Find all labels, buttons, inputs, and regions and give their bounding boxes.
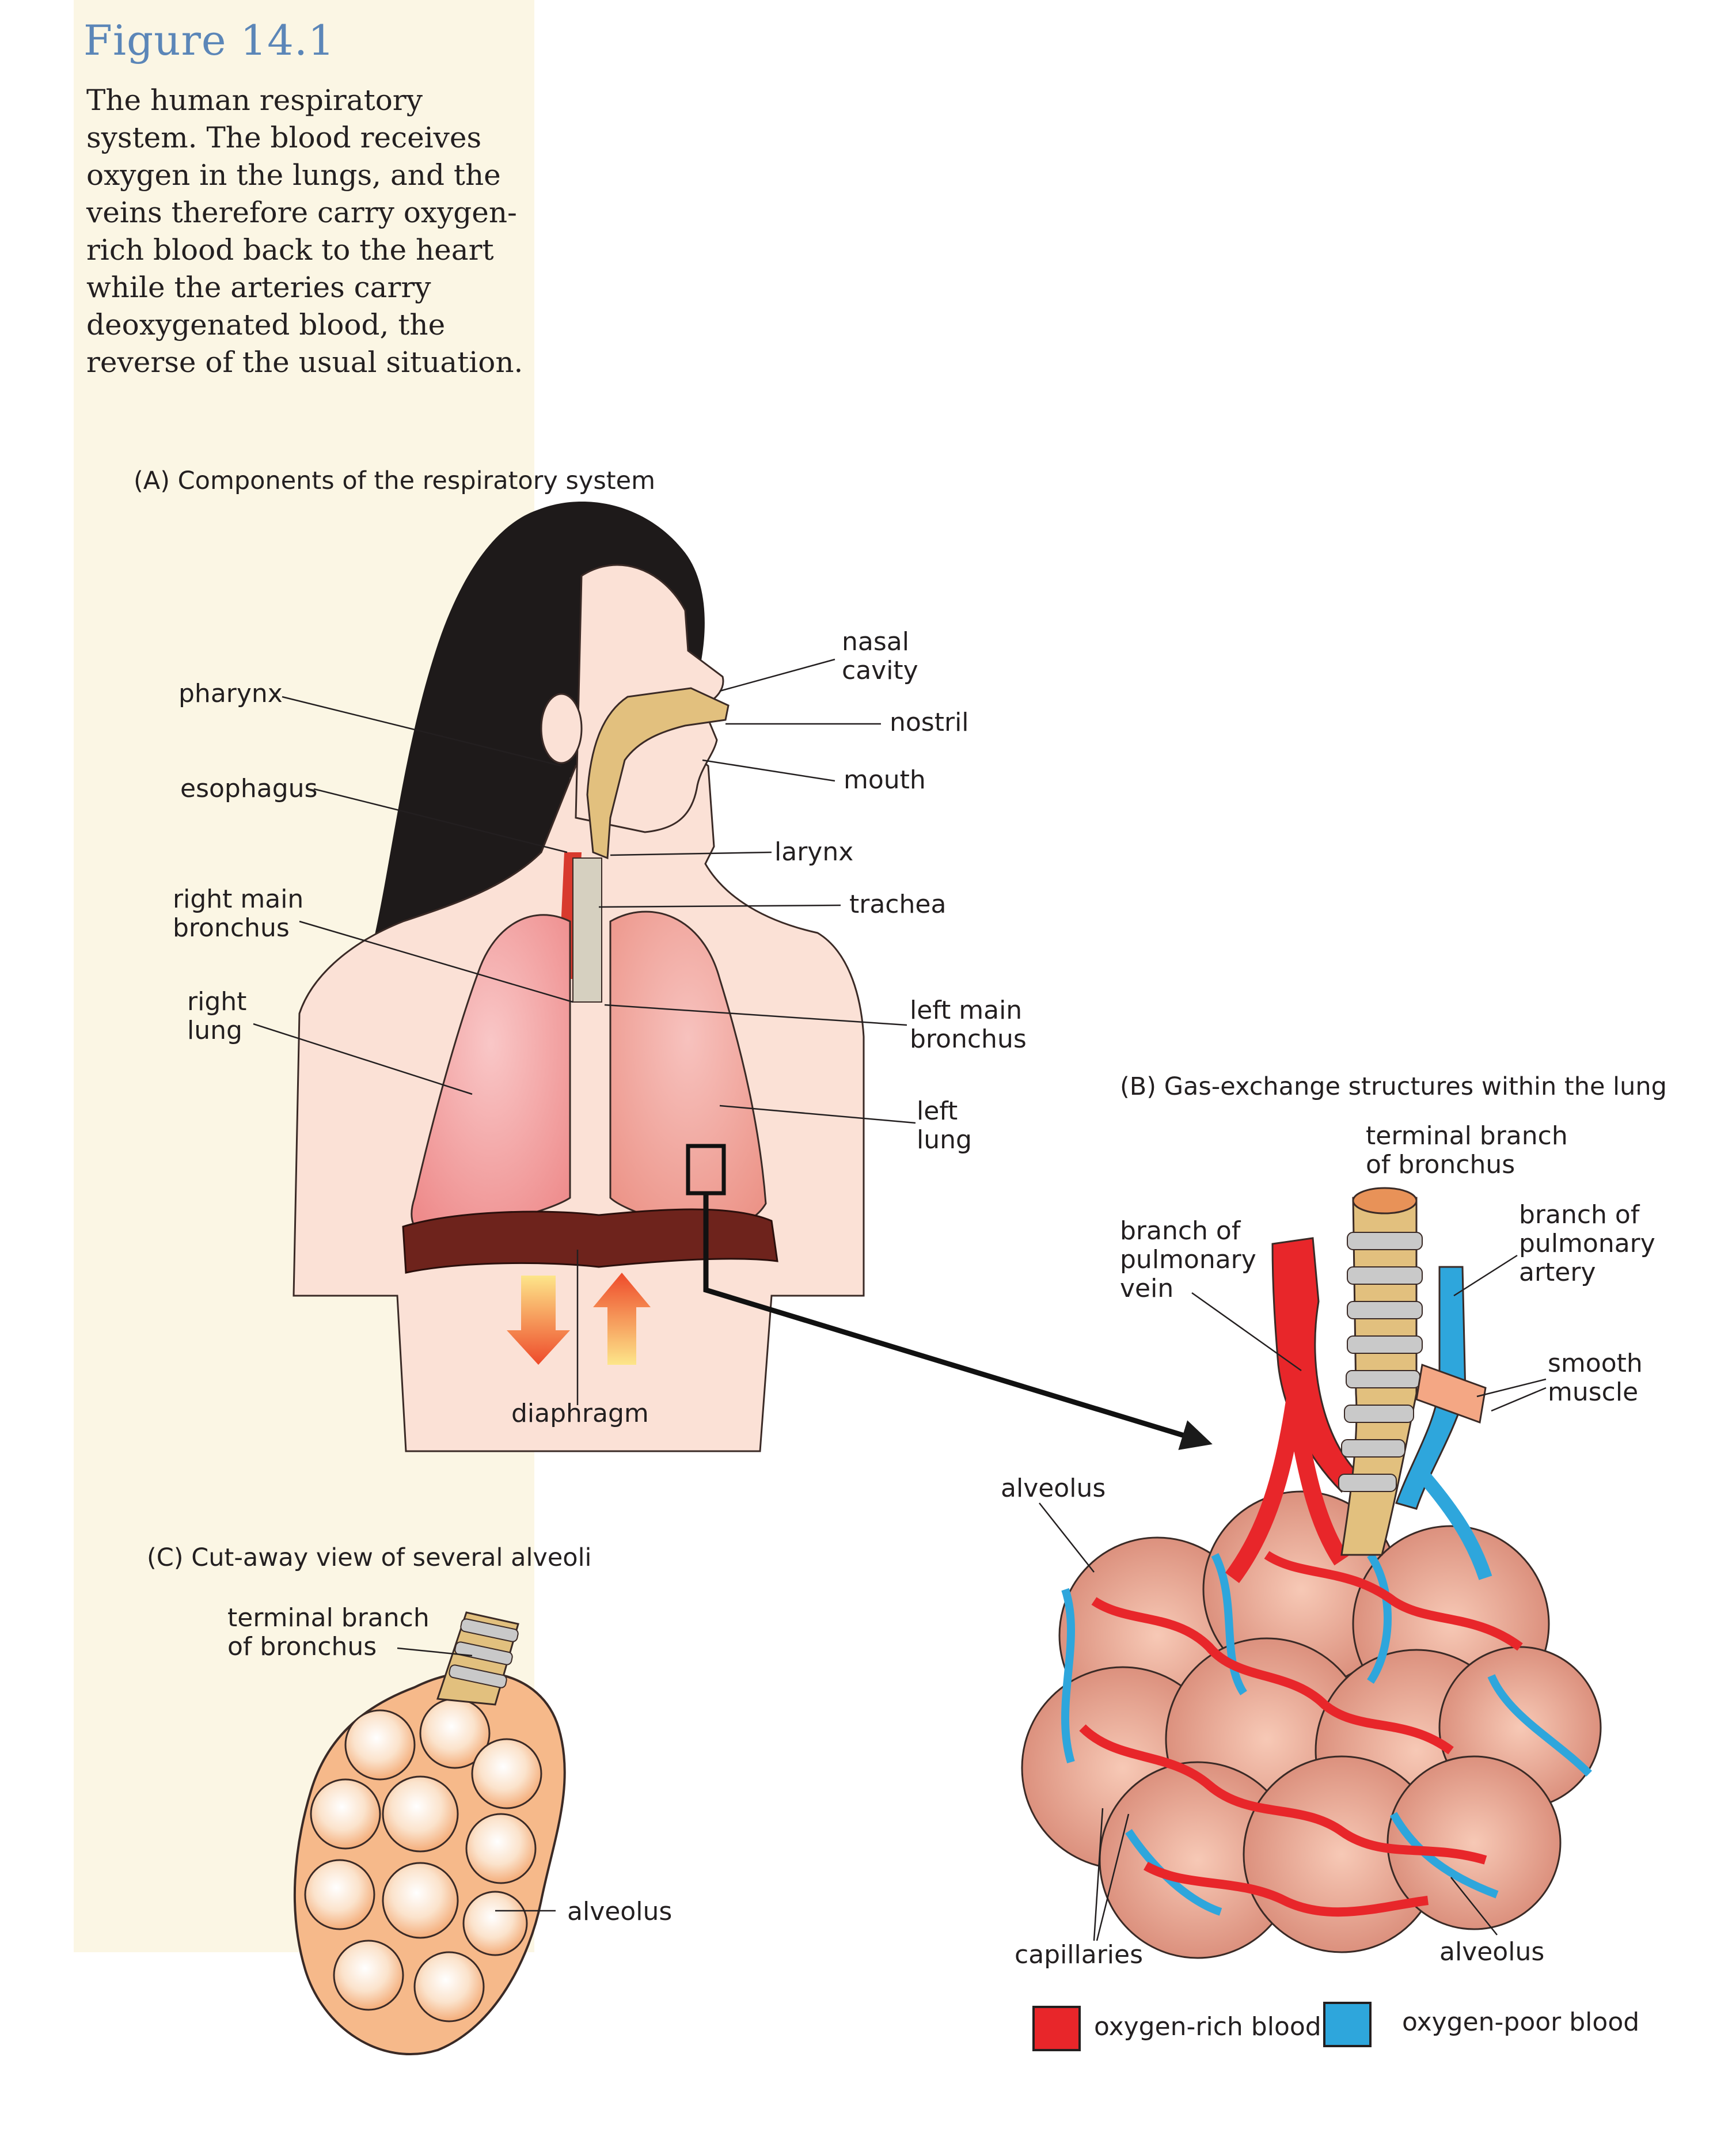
legend-swatch-oxygen-poor bbox=[1323, 2002, 1372, 2047]
trachea-tube bbox=[572, 857, 602, 1003]
alveolar-sac bbox=[1386, 1755, 1562, 1930]
capillary-mesh-red bbox=[1079, 1551, 1523, 1917]
label-alveolus-c: alveolus bbox=[567, 1897, 673, 1926]
legend-oxygen-rich-label: oxygen-rich blood bbox=[1094, 2012, 1321, 2041]
label-left-lung: left lung bbox=[917, 1096, 972, 1155]
pulmonary-artery bbox=[1395, 1266, 1467, 1510]
bronchus-c-rings bbox=[449, 1618, 519, 1688]
alveolus-sac bbox=[333, 1940, 404, 2011]
pulmonary-vein-branch bbox=[1225, 1392, 1349, 1583]
panel-a-title: (A) Components of the respiratory system bbox=[134, 466, 655, 495]
pulmonary-artery-branch bbox=[1416, 1470, 1492, 1580]
alveolus-sac bbox=[413, 1951, 485, 2022]
label-right-lung: right lung bbox=[187, 987, 247, 1045]
alveolus-sac bbox=[310, 1778, 381, 1850]
label-left-main-bronchus: left main bronchus bbox=[910, 996, 1027, 1054]
alveolus-sac bbox=[471, 1738, 542, 1809]
panel-a-leader-lines bbox=[253, 658, 916, 1405]
panel-c-illustration bbox=[293, 1611, 566, 2056]
label-pulmonary-vein: branch of pulmonary vein bbox=[1120, 1216, 1256, 1303]
panel-b-leader-lines bbox=[1039, 1254, 1547, 1941]
label-pharynx: pharynx bbox=[178, 679, 283, 708]
alveolus-sac bbox=[304, 1859, 375, 1930]
label-trachea: trachea bbox=[849, 890, 947, 919]
panel-c-leader-lines bbox=[397, 1647, 556, 1912]
alveolus-sac bbox=[382, 1775, 459, 1853]
panel-b-illustration bbox=[1021, 1187, 1602, 2051]
label-terminal-branch-b: terminal branch of bronchus bbox=[1366, 1121, 1568, 1179]
bronchus-opening bbox=[1352, 1187, 1418, 1215]
label-nasal-cavity: nasal cavity bbox=[842, 627, 918, 685]
legend-swatch-oxygen-rich bbox=[1032, 2006, 1081, 2051]
label-nostril: nostril bbox=[890, 708, 969, 737]
pulmonary-vein bbox=[1271, 1237, 1361, 1493]
smooth-muscle-band bbox=[1415, 1363, 1487, 1424]
figure-caption: The human respiratory system. The blood … bbox=[86, 84, 523, 379]
label-right-main-bronchus: right main bronchus bbox=[173, 885, 304, 943]
label-mouth: mouth bbox=[844, 765, 926, 795]
nasal-airway bbox=[586, 687, 730, 860]
label-diaphragm: diaphragm bbox=[511, 1399, 649, 1428]
down-arrow bbox=[507, 1276, 570, 1365]
panel-b-title: (B) Gas-exchange structures within the l… bbox=[1120, 1072, 1667, 1101]
alveolus-sac bbox=[465, 1813, 537, 1884]
label-esophagus: esophagus bbox=[180, 774, 318, 803]
alveolus-sac bbox=[344, 1709, 416, 1781]
legend-oxygen-poor-label: oxygen-poor blood bbox=[1402, 2007, 1640, 2037]
label-larynx: larynx bbox=[774, 837, 854, 867]
label-alveolus-bottom: alveolus bbox=[1439, 1937, 1545, 1967]
label-smooth-muscle: smooth muscle bbox=[1548, 1349, 1643, 1407]
label-pulmonary-artery: branch of pulmonary artery bbox=[1519, 1200, 1655, 1287]
alveolus-sac bbox=[462, 1891, 528, 1956]
panel-c-title: (C) Cut-away view of several alveoli bbox=[147, 1543, 592, 1572]
label-capillaries: capillaries bbox=[1015, 1940, 1144, 1969]
panel-a-illustration bbox=[293, 501, 1213, 1452]
label-terminal-branch-c: terminal branch of bronchus bbox=[227, 1603, 430, 1661]
bronchus-rings bbox=[1338, 1232, 1423, 1492]
diaphragm-band bbox=[402, 1208, 778, 1274]
figure-number: Figure 14.1 bbox=[83, 16, 335, 64]
up-arrow bbox=[593, 1273, 651, 1365]
capillary-mesh-blue bbox=[1061, 1553, 1592, 1916]
ear bbox=[540, 693, 583, 764]
alveolus-sac bbox=[382, 1862, 459, 1939]
zoom-arrow bbox=[703, 1193, 1213, 1450]
label-alveolus-top: alveolus bbox=[1001, 1474, 1106, 1503]
